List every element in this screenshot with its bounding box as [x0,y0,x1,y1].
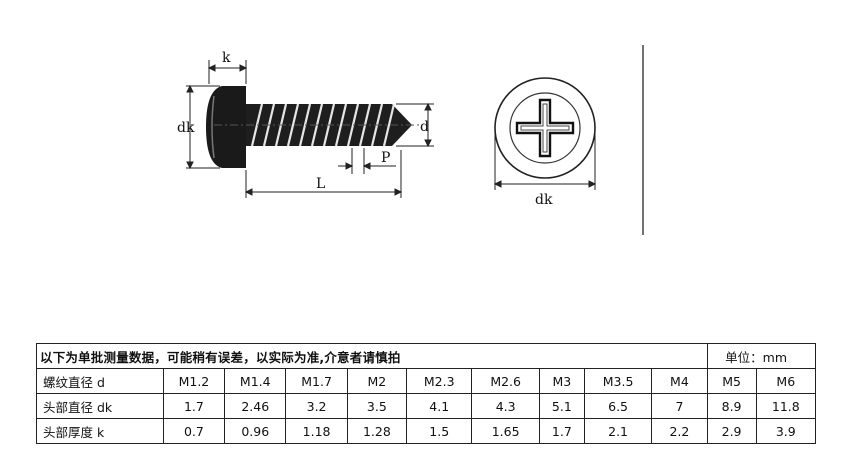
l-dimension [244,150,403,198]
table-cell: M2.6 [471,368,540,394]
screw-end-view: dk [493,77,597,208]
table-cell: 1.5 [406,418,473,444]
table-cell: 3.5 [346,393,408,419]
d-dimension [396,102,434,148]
k-label: k [222,50,231,66]
table-cell: M6 [755,368,817,394]
table-cell: 1.7 [538,418,585,444]
table-cell: 0.7 [162,418,226,444]
row-label: 螺纹直径 d [36,368,164,394]
table-cell: 1.28 [346,418,408,444]
table-cell: M5 [706,368,757,394]
screw-dimension-drawing: k dk d P [177,45,644,235]
screw-side-view: k dk d P [177,50,434,198]
dk-end-label: dk [535,192,553,208]
d-label: d [420,119,429,135]
table-cell: 2.1 [583,418,653,444]
table-cell: 4.3 [471,393,540,419]
table-cell: M1.7 [285,368,348,394]
table-cell: M3 [538,368,585,394]
table-cell: M4 [651,368,708,394]
table-cell: 8.9 [706,393,757,419]
table-cell: M1.4 [224,368,287,394]
table-cell: 2.2 [651,418,708,444]
dk-end-dimension [493,130,597,190]
row-label: 头部直径 dk [36,393,164,419]
spec-table: 以下为单批测量数据，可能稍有误差，以实际为准,介意者请慎拍 单位：mm 螺纹直径… [36,343,817,444]
table-cell: 3.2 [285,393,348,419]
table-cell: 2.46 [224,393,287,419]
p-label: P [381,150,390,166]
l-label: L [316,176,325,192]
table-cell: 4.1 [406,393,473,419]
table-cell: 3.9 [755,418,817,444]
table-cell: 1.18 [285,418,348,444]
table-cell: 1.7 [162,393,226,419]
table-cell: 2.9 [706,418,757,444]
unit-text: 单位：mm [706,343,817,369]
dk-label: dk [177,120,195,136]
table-cell: M1.2 [162,368,226,394]
note-text: 以下为单批测量数据，可能稍有误差，以实际为准,介意者请慎拍 [36,343,708,369]
table-cell: 1.65 [471,418,540,444]
k-dimension [207,60,248,84]
table-cell: 6.5 [583,393,653,419]
row-label: 头部厚度 k [36,418,164,444]
table-cell: 11.8 [755,393,817,419]
table-cell: M2 [346,368,408,394]
phillips-recess [515,98,575,158]
table-cell: M2.3 [406,368,473,394]
table-cell: 0.96 [224,418,287,444]
p-dimension [338,148,396,174]
table-cell: M3.5 [583,368,653,394]
note-row: 以下为单批测量数据，可能稍有误差，以实际为准,介意者请慎拍 单位：mm [36,343,817,369]
dk-dimension [186,84,220,170]
screw-head [206,86,246,168]
table-cell: 7 [651,393,708,419]
table-cell: 5.1 [538,393,585,419]
